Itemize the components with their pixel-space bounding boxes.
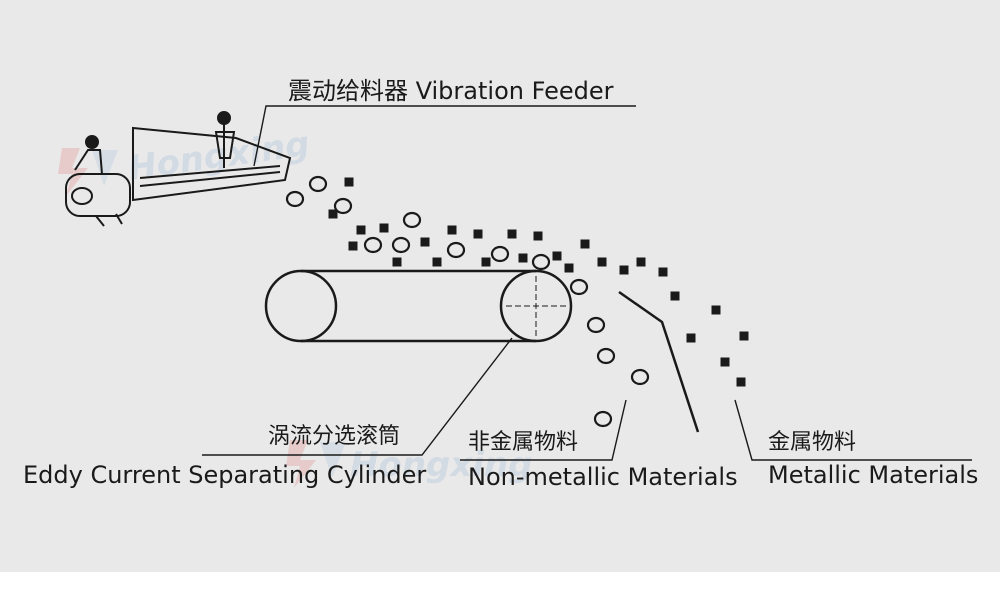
watermark-logo-top	[58, 148, 118, 196]
metallic-particles	[328, 177, 749, 387]
separating-cylinder	[264, 269, 573, 343]
bottom-margin	[0, 572, 1000, 610]
splitter-plate	[618, 290, 700, 433]
non-metallic-particles	[285, 175, 650, 428]
label-nonmetallic-cn: 非金属物料	[468, 430, 579, 455]
label-cylinder-en: Eddy Current Separating Cylinder	[23, 461, 427, 489]
watermark-text-bottom: Hongxing	[350, 445, 532, 485]
label-nonmetallic-en: Non-metallic Materials	[468, 463, 738, 491]
vibration-feeder	[65, 111, 292, 227]
watermark-logo-bottom	[286, 440, 346, 488]
metal-leader-line	[734, 399, 972, 461]
label-metallic-en: Metallic Materials	[768, 461, 979, 489]
cylinder-leader-line	[202, 337, 513, 456]
label-vibration-feeder: 震动给料器 Vibration Feeder	[288, 77, 614, 105]
label-metallic-cn: 金属物料	[768, 430, 857, 455]
feeder-leader-line	[253, 105, 636, 167]
label-cylinder-cn: 涡流分选滚筒	[268, 424, 401, 449]
nonmetal-leader-line	[460, 399, 627, 461]
